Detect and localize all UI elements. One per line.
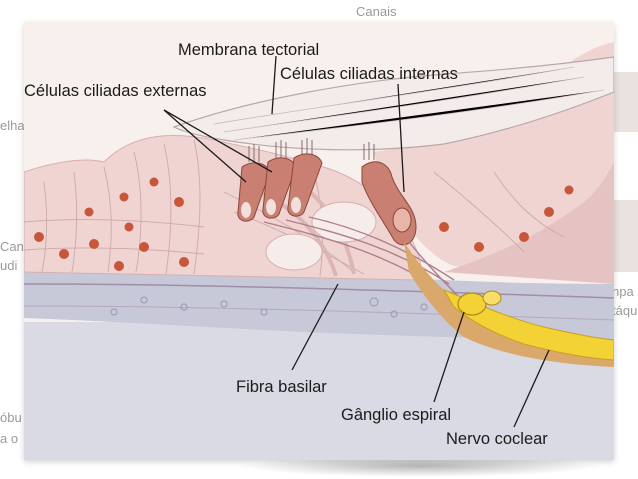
background-fragment: a o xyxy=(0,431,19,446)
background-fragment: elha xyxy=(0,118,25,133)
tectorial-membrane xyxy=(172,56,614,151)
spiral-ganglion xyxy=(457,292,487,316)
background-fragment: Can xyxy=(0,239,24,254)
right-frame-bar xyxy=(614,72,638,132)
organ-of-corti-illustration: Membrana tectorial Células ciliadas exte… xyxy=(24,22,614,460)
background-fragment: npa xyxy=(612,284,634,299)
label-inner-hair-cells: Células ciliadas internas xyxy=(280,65,458,83)
label-cochlear-nerve: Nervo coclear xyxy=(446,430,548,448)
label-outer-hair-cells: Células ciliadas externas xyxy=(24,82,207,100)
label-tectorial-membrane: Membrana tectorial xyxy=(178,41,319,59)
label-basilar-fiber: Fibra basilar xyxy=(236,378,327,396)
background-fragment: táqu xyxy=(612,303,638,318)
organ-of-corti-figure: Membrana tectorial Células ciliadas exte… xyxy=(24,22,614,460)
background-fragment: udi xyxy=(0,258,18,273)
cochlear-nerve xyxy=(442,288,614,361)
slide-shadow xyxy=(240,455,600,477)
background-fragment: óbu xyxy=(0,410,22,425)
label-spiral-ganglion: Gânglio espiral xyxy=(341,406,451,424)
cell-nuclei xyxy=(34,177,574,271)
leader-lines xyxy=(163,55,550,428)
background-title: Canais xyxy=(356,4,397,19)
right-frame-bar xyxy=(614,200,638,272)
